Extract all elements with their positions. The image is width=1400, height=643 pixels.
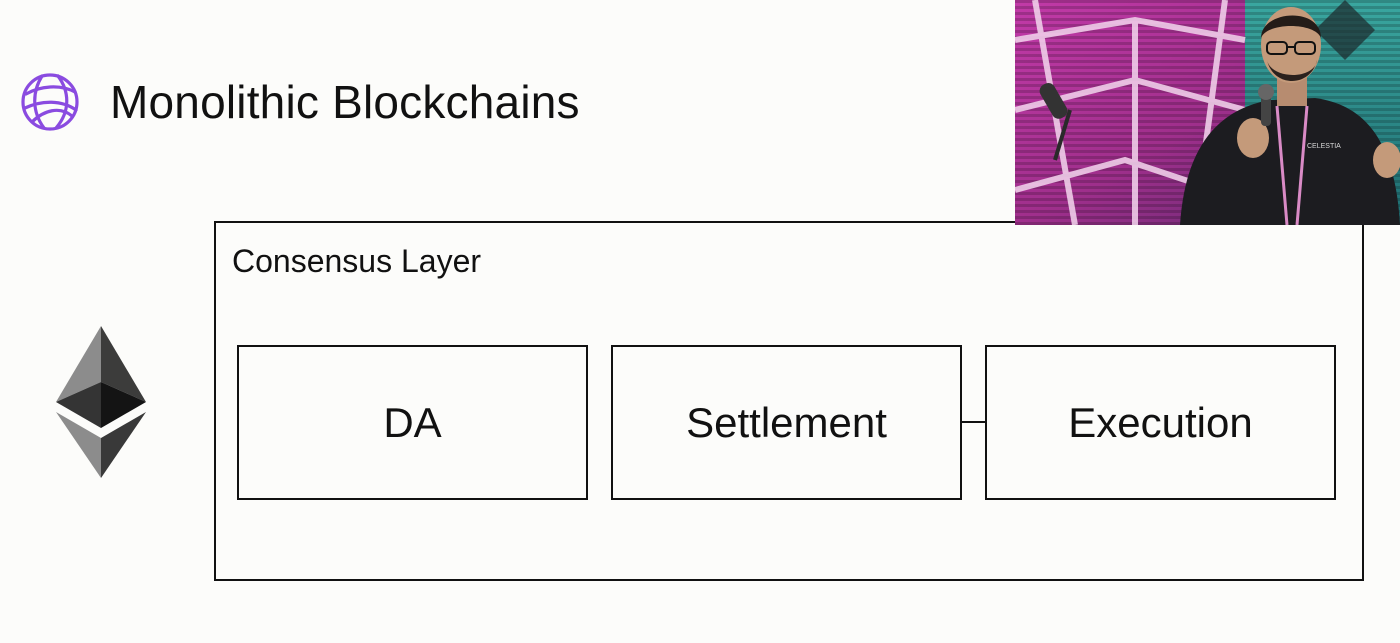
ethereum-icon [56, 326, 146, 478]
consensus-layer-label: Consensus Layer [232, 243, 482, 279]
execution-layer-box: Execution [985, 345, 1336, 500]
settlement-layer-label: Settlement [686, 398, 887, 446]
speaker-video-overlay: CELESTIA [1015, 0, 1400, 225]
settlement-layer-box: Settlement [611, 345, 962, 500]
globe-lines-icon [21, 73, 79, 131]
speaker-person: CELESTIA [1180, 7, 1400, 225]
slide-title: Monolithic Blockchains [110, 76, 580, 128]
da-layer-box: DA [237, 345, 588, 500]
settlement-execution-connector [960, 421, 985, 423]
microphone-stand [1039, 82, 1072, 161]
da-layer-label: DA [383, 398, 442, 446]
execution-layer-label: Execution [1068, 398, 1253, 446]
consensus-layer-box: Consensus Layer DA Settlement Execution [214, 221, 1364, 581]
badge-text: CELESTIA [1307, 143, 1341, 150]
